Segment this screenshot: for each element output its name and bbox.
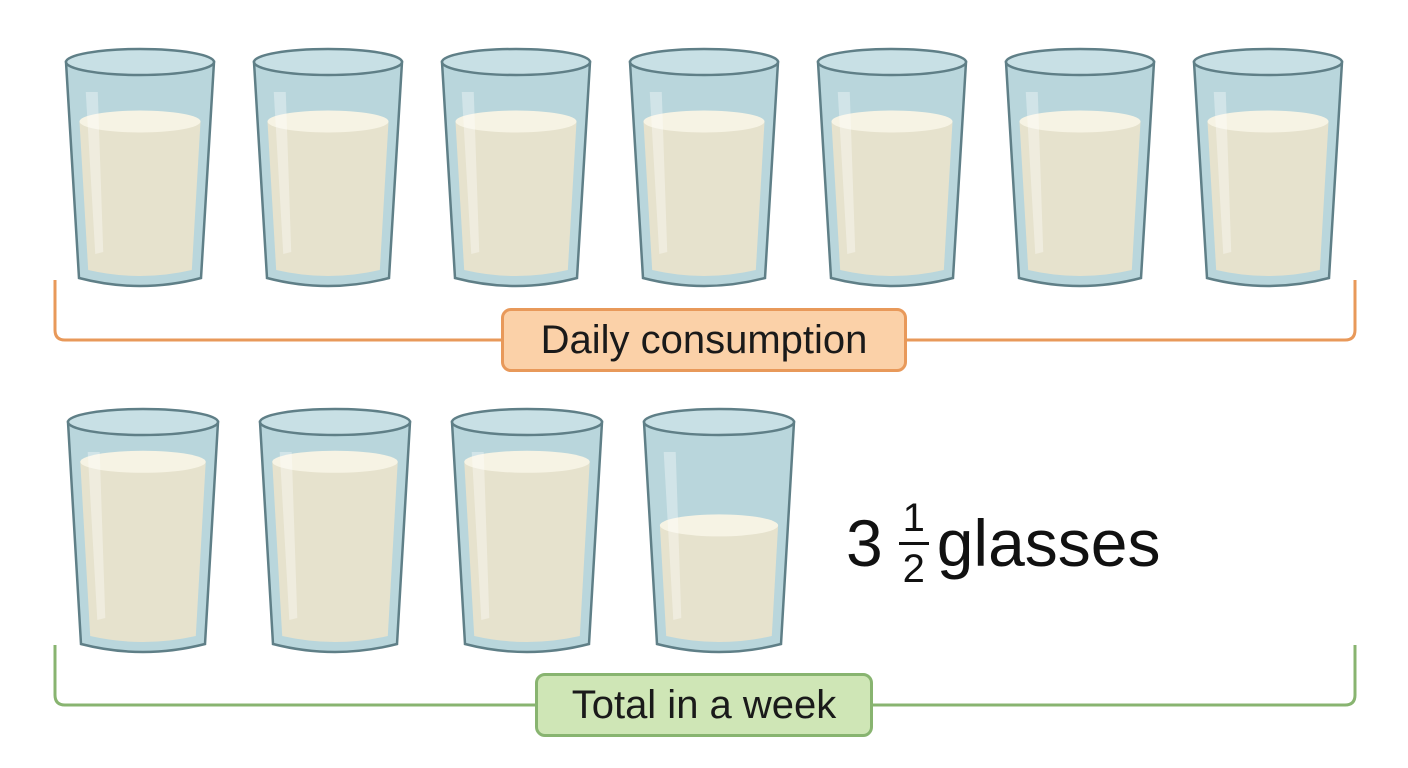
fraction-numerator: 1 bbox=[902, 495, 925, 540]
milk-surface bbox=[1019, 110, 1141, 133]
milk-surface bbox=[80, 450, 206, 473]
milk-glass bbox=[816, 47, 968, 288]
milk-surface bbox=[267, 110, 389, 133]
glass-rim bbox=[440, 47, 592, 77]
milk-glass bbox=[1004, 47, 1156, 288]
milk bbox=[643, 121, 765, 276]
milk-surface bbox=[455, 110, 577, 133]
glass-highlight bbox=[1213, 92, 1232, 254]
glass-highlight bbox=[85, 92, 104, 254]
glass-rim bbox=[64, 47, 216, 77]
glass-highlight bbox=[279, 452, 298, 620]
milk bbox=[455, 121, 577, 276]
glass-rim bbox=[1192, 47, 1344, 77]
milk-surface bbox=[79, 110, 201, 133]
milk-glass bbox=[440, 47, 592, 288]
glass-rim bbox=[252, 47, 404, 77]
milk bbox=[1019, 121, 1141, 276]
milk-glass bbox=[252, 47, 404, 288]
milk-surface bbox=[464, 450, 590, 473]
daily-glasses-row bbox=[64, 47, 1344, 288]
milk bbox=[79, 121, 201, 276]
milk-glass bbox=[64, 47, 216, 288]
weekly-total-amount: 3 1 2 glasses bbox=[846, 488, 1161, 598]
glass-highlight bbox=[461, 92, 480, 254]
milk bbox=[267, 121, 389, 276]
milk-glass bbox=[450, 407, 604, 654]
fraction-denominator: 2 bbox=[902, 546, 925, 591]
glass-rim bbox=[1004, 47, 1156, 77]
glass-rim bbox=[642, 407, 796, 437]
glass-rim bbox=[258, 407, 412, 437]
milk-glass bbox=[628, 47, 780, 288]
amount-fraction: 1 2 bbox=[898, 495, 929, 591]
glass-rim bbox=[816, 47, 968, 77]
total-in-a-week-label: Total in a week bbox=[535, 673, 873, 737]
glass-rim bbox=[628, 47, 780, 77]
milk-glass bbox=[1192, 47, 1344, 288]
milk-surface bbox=[659, 514, 779, 537]
milk bbox=[464, 461, 590, 642]
glass-highlight bbox=[1025, 92, 1044, 254]
daily-consumption-label: Daily consumption bbox=[501, 308, 907, 372]
glass-highlight bbox=[649, 92, 668, 254]
glass-rim bbox=[66, 407, 220, 437]
glass-highlight bbox=[273, 92, 292, 254]
glass-highlight bbox=[471, 452, 490, 620]
amount-whole: 3 bbox=[846, 506, 883, 580]
glass-rim bbox=[450, 407, 604, 437]
glass-highlight bbox=[663, 452, 682, 620]
fraction-bar bbox=[898, 541, 929, 545]
milk-surface bbox=[643, 110, 765, 133]
milk-glass bbox=[258, 407, 412, 654]
milk bbox=[831, 121, 953, 276]
milk-surface bbox=[1207, 110, 1329, 133]
total-glasses-row bbox=[66, 407, 796, 654]
glass-highlight bbox=[837, 92, 856, 254]
milk-surface bbox=[272, 450, 398, 473]
amount-unit: glasses bbox=[936, 506, 1161, 580]
glass-highlight bbox=[87, 452, 106, 620]
milk bbox=[1207, 121, 1329, 276]
milk bbox=[659, 525, 779, 642]
milk bbox=[80, 461, 206, 642]
milk bbox=[272, 461, 398, 642]
milk-glass bbox=[66, 407, 220, 654]
milk-glass bbox=[642, 407, 796, 654]
milk-surface bbox=[831, 110, 953, 133]
